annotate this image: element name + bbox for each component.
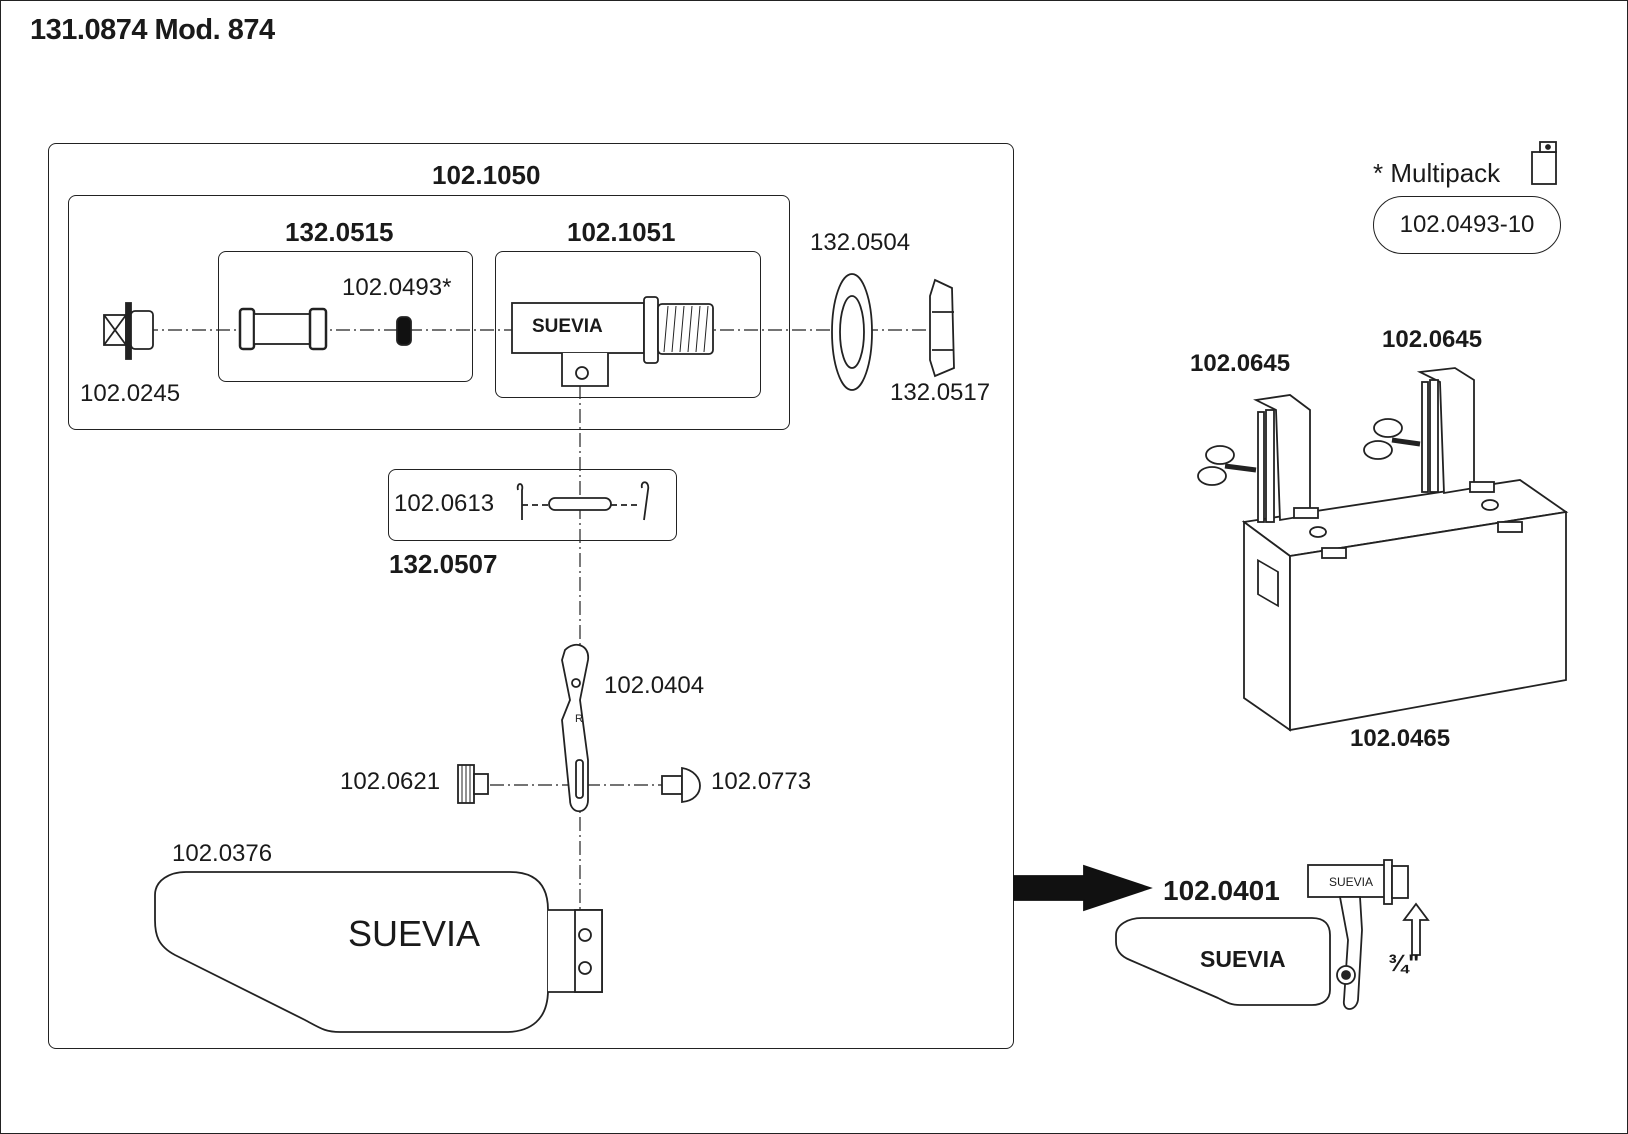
- assembly-102-1050-box: [68, 195, 790, 430]
- label-bowl: 102.0376: [172, 840, 273, 867]
- body-102-1051-box: [495, 251, 761, 398]
- valve-132-0515-box: [218, 251, 473, 382]
- tank-part: [1197, 367, 1569, 732]
- label-nipple: 102.0245: [80, 380, 181, 407]
- label-pin-set: 132.0507: [389, 549, 498, 579]
- pin-set-part: [516, 481, 650, 521]
- rivet-part: [661, 766, 701, 803]
- label-seal: 102.0493*: [342, 274, 452, 301]
- label-washer: 132.0504: [810, 229, 911, 256]
- multipack-label: * Multipack: [1373, 158, 1501, 188]
- multipack-code-badge: 102.0493-10: [1373, 196, 1561, 254]
- label-bracket-right: 102.0645: [1382, 326, 1483, 353]
- brand-label-unit-body: SUEVIA: [1329, 875, 1374, 889]
- nipple-part: [103, 302, 154, 360]
- main-assembly-box: [48, 143, 1014, 1049]
- wing-screw-right: [1363, 418, 1421, 460]
- complete-unit-part: [1115, 859, 1430, 1010]
- label-rivet: 102.0773: [711, 768, 812, 795]
- pin-set-box: [388, 469, 677, 541]
- nut-part: [929, 278, 955, 378]
- label-bracket-left: 102.0645: [1190, 350, 1291, 377]
- brand-label-bowl: SUEVIA: [348, 913, 481, 954]
- seal-part: [396, 316, 412, 346]
- multipack-code: 102.0493-10: [1399, 211, 1535, 238]
- multipack-icon: [1531, 141, 1557, 185]
- label-complete-unit: 102.0401: [1163, 875, 1280, 906]
- label-cotter: 102.0613: [394, 490, 495, 517]
- washer-part: [831, 273, 873, 391]
- label-sub-valve: 132.0515: [285, 217, 394, 247]
- wing-screw-left: [1197, 445, 1257, 486]
- arrow-to-unit: [1013, 864, 1153, 912]
- label-nut: 132.0517: [890, 379, 991, 406]
- page-title: 131.0874 Mod. 874: [30, 14, 275, 46]
- label-assembly-main: 102.1050: [432, 160, 541, 190]
- valve-insert-part: [238, 307, 328, 351]
- brand-label-body: SUEVIA: [532, 316, 603, 337]
- lever-part: R: [561, 643, 589, 813]
- label-knob: 102.0621: [340, 768, 441, 795]
- brand-label-unit-bowl: SUEVIA: [1200, 946, 1286, 972]
- label-lever: 102.0404: [604, 672, 705, 699]
- svg-text:R: R: [575, 713, 583, 725]
- knob-part: [457, 764, 489, 804]
- label-sub-body: 102.1051: [567, 217, 676, 247]
- bowl-part: [154, 871, 603, 1033]
- label-thread-size: ¾": [1388, 950, 1420, 977]
- valve-body-part: [511, 296, 714, 387]
- label-tank: 102.0465: [1350, 725, 1451, 752]
